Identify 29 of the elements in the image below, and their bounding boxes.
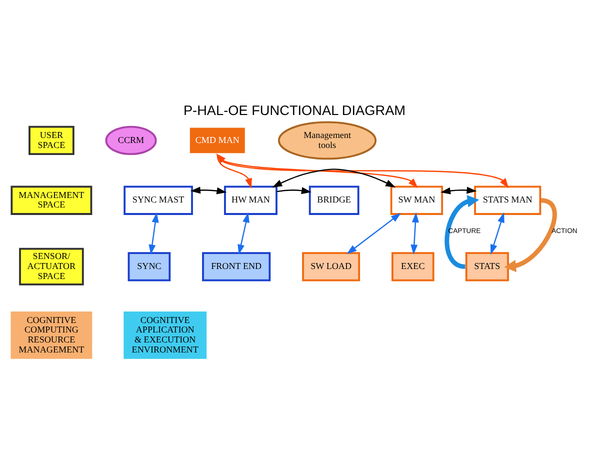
arrow (410, 212, 419, 255)
node-box: COGNITIVE COMPUTING RESOURCE MANAGEMENT (10, 312, 92, 359)
node-box: BRIDGE (308, 186, 360, 215)
node-ellipse: Management tools (278, 121, 377, 160)
node-box: STATS (465, 252, 509, 282)
arrow (490, 212, 504, 255)
node-box: STATS MAN (474, 186, 542, 215)
arrow (504, 198, 557, 272)
node-box: SENSOR/ ACTUATOR SPACE (19, 248, 84, 286)
node-ellipse: CCRM (105, 126, 157, 156)
node-box: EXEC (392, 252, 434, 282)
arrow (272, 168, 396, 188)
arrow (346, 212, 402, 254)
arrow (440, 186, 477, 194)
node-box: COGNITIVE APPLICATION & EXECUTION ENVIRONMENT (124, 312, 207, 359)
node-box: MANAGEMENT SPACE (10, 186, 92, 215)
node-box: CMD MAN (188, 126, 247, 156)
diagram-title: P-HAL-OE FUNCTIONAL DIAGRAM (183, 102, 406, 118)
arrow (190, 186, 227, 194)
node-box: SYNC MAST (124, 186, 193, 215)
node-box: FRONT END (202, 252, 271, 282)
node-box: SYNC (128, 252, 171, 282)
node-box: USER SPACE (28, 126, 74, 156)
node-box: SW MAN (390, 186, 444, 215)
arrow (276, 187, 312, 194)
arrow (148, 212, 159, 255)
node-box: HW MAN (224, 186, 278, 215)
arrow (238, 212, 250, 255)
node-box: SW LOAD (302, 252, 360, 282)
